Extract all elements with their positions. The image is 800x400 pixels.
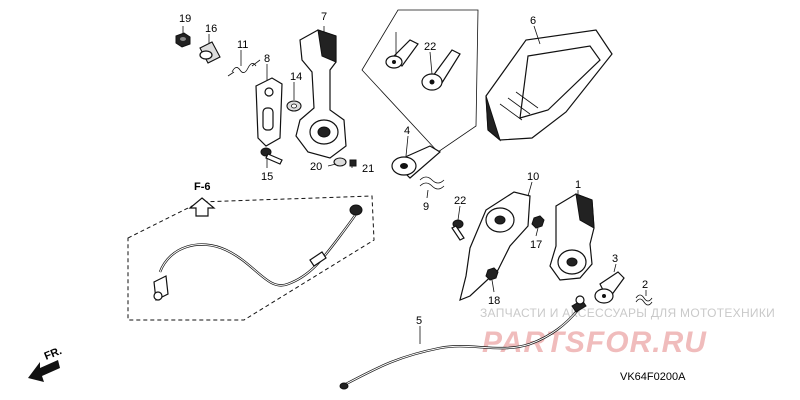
- part-19-pin: [349, 159, 357, 167]
- callout-16-lower: 18: [488, 295, 500, 307]
- reference-arrow-icon: [188, 197, 216, 217]
- callout-17: 19: [179, 13, 191, 25]
- part-15-collar: [199, 41, 221, 64]
- callout-11: 11: [237, 39, 248, 51]
- part-9-spring: [419, 176, 445, 190]
- reference-box: [127, 195, 375, 321]
- callout-7: 7: [321, 11, 327, 23]
- part-1-lever: [549, 193, 595, 281]
- callout-15: 16: [205, 23, 217, 35]
- watermark-caption: ЗАПЧАСТИ И АКСЕССУАРЫ ДЛЯ МОТОТЕХНИКИ: [480, 306, 775, 320]
- callout-20: 22: [454, 195, 466, 207]
- part-2-spring: [635, 294, 653, 306]
- callout-9: 9: [423, 201, 429, 213]
- callout-6: 6: [530, 15, 536, 27]
- watermark-logo: PARTSFOR.RU: [482, 326, 707, 359]
- part-18-washer: [333, 157, 347, 167]
- callout-16-upper: 17: [530, 239, 542, 251]
- leader-lines: [182, 25, 647, 344]
- callout-5: 5: [416, 315, 422, 327]
- part-22-arm: [385, 39, 419, 69]
- callout-4: 4: [404, 125, 410, 137]
- callout-18: 20: [310, 161, 322, 173]
- part-10-bracket: [459, 191, 531, 301]
- front-direction-label: FR.: [43, 345, 64, 363]
- callout-8: 8: [264, 53, 270, 65]
- part-17-nut: [175, 32, 191, 48]
- callout-3: 3: [612, 253, 618, 265]
- part-6-cover: [485, 29, 613, 142]
- parts-group-box: [361, 9, 479, 153]
- part-7-lever: [295, 29, 347, 159]
- part-8-plate: [255, 77, 283, 147]
- part-11-spring: [227, 59, 261, 77]
- callout-14: 15: [261, 171, 273, 183]
- callout-1: 1: [575, 179, 581, 191]
- part-4-plate: [391, 145, 442, 179]
- part-21-arm: [421, 49, 461, 91]
- callout-10: 10: [527, 171, 539, 183]
- callout-19: 21: [362, 163, 374, 175]
- callout-21: 22: [424, 41, 436, 53]
- part-13-washer: [286, 100, 302, 112]
- part-5-cable: [339, 295, 587, 390]
- part-16-nut-lower: [485, 267, 499, 281]
- reference-label: F-6: [194, 181, 211, 193]
- part-14-bolt: [260, 147, 283, 165]
- callout-13: 14: [290, 71, 302, 83]
- part-20-bolt: [451, 219, 465, 241]
- diagram-code: VK64F0200A: [620, 371, 686, 383]
- callout-2: 2: [642, 279, 648, 291]
- reference-cable: [153, 204, 363, 301]
- watermark: ЗАПЧАСТИ И АКСЕССУАРЫ ДЛЯ МОТОТЕХНИКИ PA…: [480, 306, 775, 359]
- part-16-nut: [531, 215, 545, 229]
- callouts: 19 16 11 8 14 7 15 20 21 22 6 4 9 10 22 …: [179, 11, 648, 327]
- part-3-arm: [594, 271, 625, 304]
- front-arrow-icon: [28, 360, 60, 382]
